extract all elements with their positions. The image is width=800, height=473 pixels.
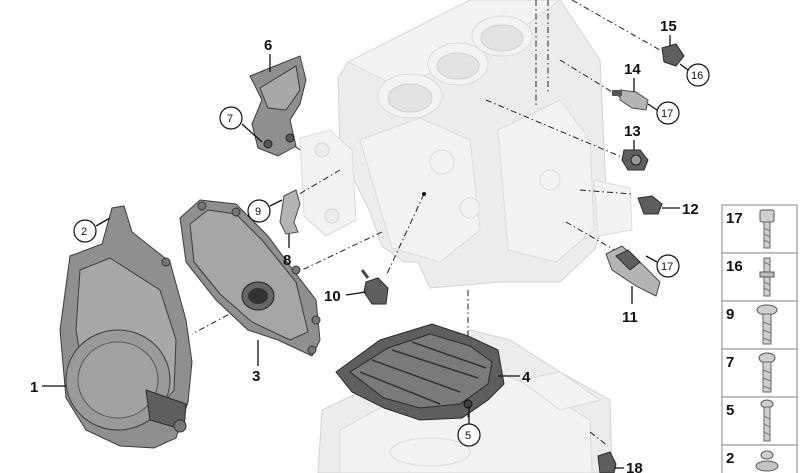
panel-item-17-number: 17 — [726, 210, 743, 227]
callout-13: 13 — [624, 123, 641, 140]
part-15-plug — [661, 43, 685, 67]
callouts: 1 2 3 4 5 6 7 8 9 10 11 12 — [30, 18, 710, 473]
dome-screw-icon — [755, 450, 779, 472]
callout-16: 16 — [691, 70, 703, 82]
fastener-panel: 17 16 9 7 5 — [721, 204, 798, 473]
callout-18: 18 — [626, 460, 643, 473]
assembly-lines — [191, 0, 661, 447]
callout-4: 4 — [522, 369, 531, 386]
part-18-drain-plug — [597, 451, 617, 473]
part-11-oil-pressure-sensor — [605, 245, 661, 297]
callout-7: 7 — [227, 113, 233, 125]
part-13-sensor — [621, 149, 649, 171]
panel-item-5-number: 5 — [726, 402, 734, 419]
panel-item-9-number: 9 — [726, 306, 734, 323]
part-10-sensor-plug — [360, 269, 389, 305]
callout-17-upper: 17 — [661, 108, 673, 120]
callout-2: 2 — [81, 226, 87, 238]
hex-bolt-icon — [758, 352, 776, 393]
part-3-timing-case-cover — [179, 199, 321, 357]
callout-15: 15 — [660, 18, 677, 35]
torx-bolt-icon — [756, 304, 778, 345]
part-12-sensor — [637, 195, 663, 215]
part-4-oil-baffle — [335, 323, 505, 421]
callout-10: 10 — [324, 288, 341, 305]
part-14-sensor — [612, 89, 649, 111]
panel-item-2-number: 2 — [726, 450, 734, 467]
callout-6: 6 — [264, 37, 272, 54]
callout-11: 11 — [622, 309, 638, 326]
part-6-engine-bracket — [249, 55, 307, 157]
collar-bolt-icon — [760, 399, 774, 442]
engine-block-ghost — [299, 0, 633, 289]
bolt-hex-socket-icon — [759, 209, 775, 249]
panel-item-16-number: 16 — [726, 258, 743, 275]
part-1-timing-cover — [59, 205, 193, 449]
callout-3: 3 — [252, 368, 260, 385]
panel-item-7-number: 7 — [726, 354, 734, 371]
callout-5: 5 — [465, 430, 471, 442]
stud-bolt-icon — [759, 257, 775, 297]
callout-8: 8 — [283, 252, 291, 269]
callout-12: 12 — [682, 201, 699, 218]
part-8-gasket-ring — [279, 189, 301, 235]
callout-1: 1 — [30, 379, 38, 396]
callout-17-lower: 17 — [661, 261, 673, 273]
callout-14: 14 — [624, 61, 641, 78]
callout-9: 9 — [255, 206, 261, 218]
